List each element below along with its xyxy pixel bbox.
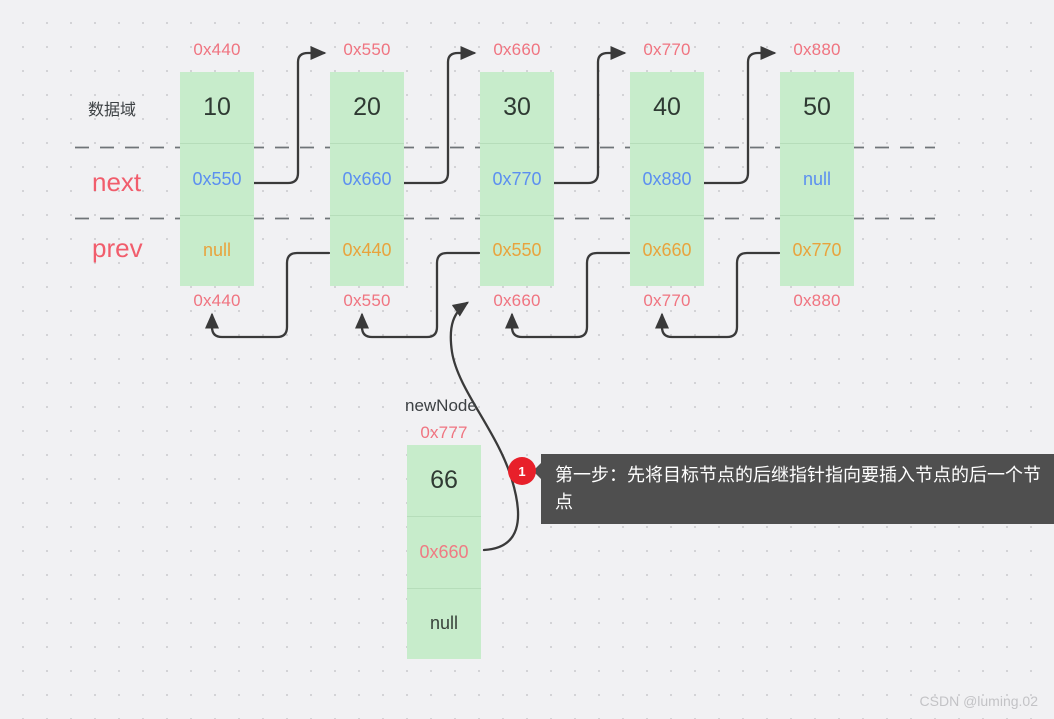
node-prev-cell: null [180,215,254,286]
list-node[interactable]: 10 0x550 null [180,72,254,286]
node-address-bottom: 0x550 [343,291,391,310]
node-data-cell: 40 [653,93,681,122]
list-node[interactable]: 20 0x660 0x440 [330,72,404,286]
node-address-bottom: 0x770 [643,291,691,310]
new-node-prev-cell: null [407,588,481,659]
node-prev-cell: 0x440 [330,215,404,286]
new-node-caption: newNode [405,396,477,415]
node-next-cell: 0x770 [480,143,554,214]
node-next-cell: 0x550 [180,143,254,214]
node-address-bottom: 0x440 [193,291,241,310]
new-node-next-cell: 0x660 [407,516,481,587]
node-prev-cell: 0x550 [480,215,554,286]
node-data-cell: 20 [353,93,381,122]
node-address-top: 0x660 [493,40,541,59]
node-next-cell: null [780,143,854,214]
callout-tail [533,462,542,480]
node-next-cell: 0x880 [630,143,704,214]
node-data-cell: 50 [803,93,831,122]
node-address-top: 0x770 [643,40,691,59]
node-data-cell: 10 [203,93,231,122]
new-node[interactable]: 66 0x660 null [407,445,481,659]
list-node[interactable]: 40 0x880 0x660 [630,72,704,286]
node-data-cell: 30 [503,93,531,122]
node-prev-cell: 0x770 [780,215,854,286]
watermark: CSDN @luming.02 [919,693,1038,709]
list-node[interactable]: 50 null 0x770 [780,72,854,286]
node-address-bottom: 0x880 [793,291,841,310]
step-number-badge: 1 [508,457,536,485]
node-address-top: 0x880 [793,40,841,59]
new-node-data-cell: 66 [430,466,458,495]
node-address-top: 0x550 [343,40,391,59]
node-address-top: 0x440 [193,40,241,59]
node-next-cell: 0x660 [330,143,404,214]
new-node-address-label: 0x777 [420,423,468,442]
step-callout: 第一步：先将目标节点的后继指针指向要插入节点的后一个节点 [541,454,1054,525]
node-prev-cell: 0x660 [630,215,704,286]
list-node[interactable]: 30 0x770 0x550 [480,72,554,286]
row-label-next: next [92,167,142,197]
node-address-bottom: 0x660 [493,291,541,310]
row-label-data-field: 数据域 [88,102,137,119]
row-label-prev: prev [92,233,143,263]
